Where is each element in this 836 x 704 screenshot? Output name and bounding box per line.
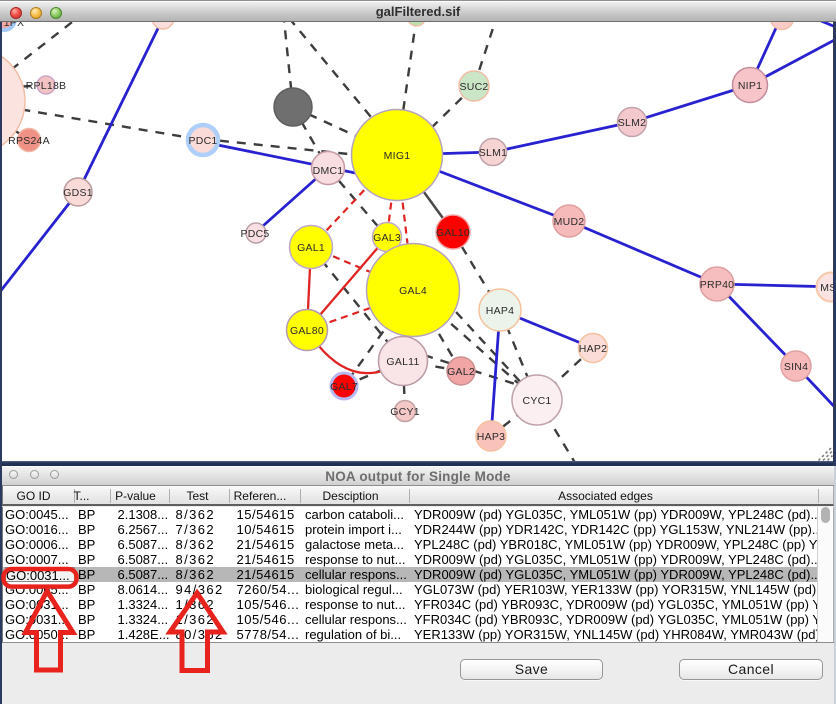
svg-text:RPS24A: RPS24A xyxy=(8,135,50,147)
svg-text:HAP3: HAP3 xyxy=(477,431,505,443)
svg-text:GAL4: GAL4 xyxy=(399,285,427,297)
svg-text:MIG1: MIG1 xyxy=(384,150,411,162)
svg-text:SLM2: SLM2 xyxy=(618,117,646,129)
svg-text:PRP40: PRP40 xyxy=(700,279,735,291)
svg-text:SLM1: SLM1 xyxy=(479,147,507,159)
svg-text:MUD2: MUD2 xyxy=(554,216,585,228)
svg-text:PDC5: PDC5 xyxy=(240,228,269,240)
svg-text:SUC2: SUC2 xyxy=(459,81,488,93)
svg-text:GAL10: GAL10 xyxy=(436,227,470,239)
svg-text:GDS1: GDS1 xyxy=(63,187,93,199)
svg-text:PDC1: PDC1 xyxy=(188,135,217,147)
svg-text:HAP4: HAP4 xyxy=(486,305,514,317)
svg-text:GAL3: GAL3 xyxy=(373,232,401,244)
svg-text:HAP2: HAP2 xyxy=(579,343,607,355)
svg-text:NIP1: NIP1 xyxy=(738,80,762,92)
svg-text:GAL7: GAL7 xyxy=(330,381,358,393)
svg-text:CYC1: CYC1 xyxy=(522,395,551,407)
svg-text:MSI: MSI xyxy=(820,282,836,294)
svg-text:GCY1: GCY1 xyxy=(390,406,420,418)
svg-text:RPL18B: RPL18B xyxy=(26,80,67,92)
svg-text:SIN4: SIN4 xyxy=(784,361,808,373)
svg-text:DMC1: DMC1 xyxy=(313,165,344,177)
svg-text:1PX: 1PX xyxy=(4,22,25,29)
svg-text:GAL2: GAL2 xyxy=(447,366,475,378)
svg-text:GAL80: GAL80 xyxy=(290,325,324,337)
svg-text:GAL11: GAL11 xyxy=(386,356,419,368)
svg-text:GAL1: GAL1 xyxy=(297,242,325,254)
